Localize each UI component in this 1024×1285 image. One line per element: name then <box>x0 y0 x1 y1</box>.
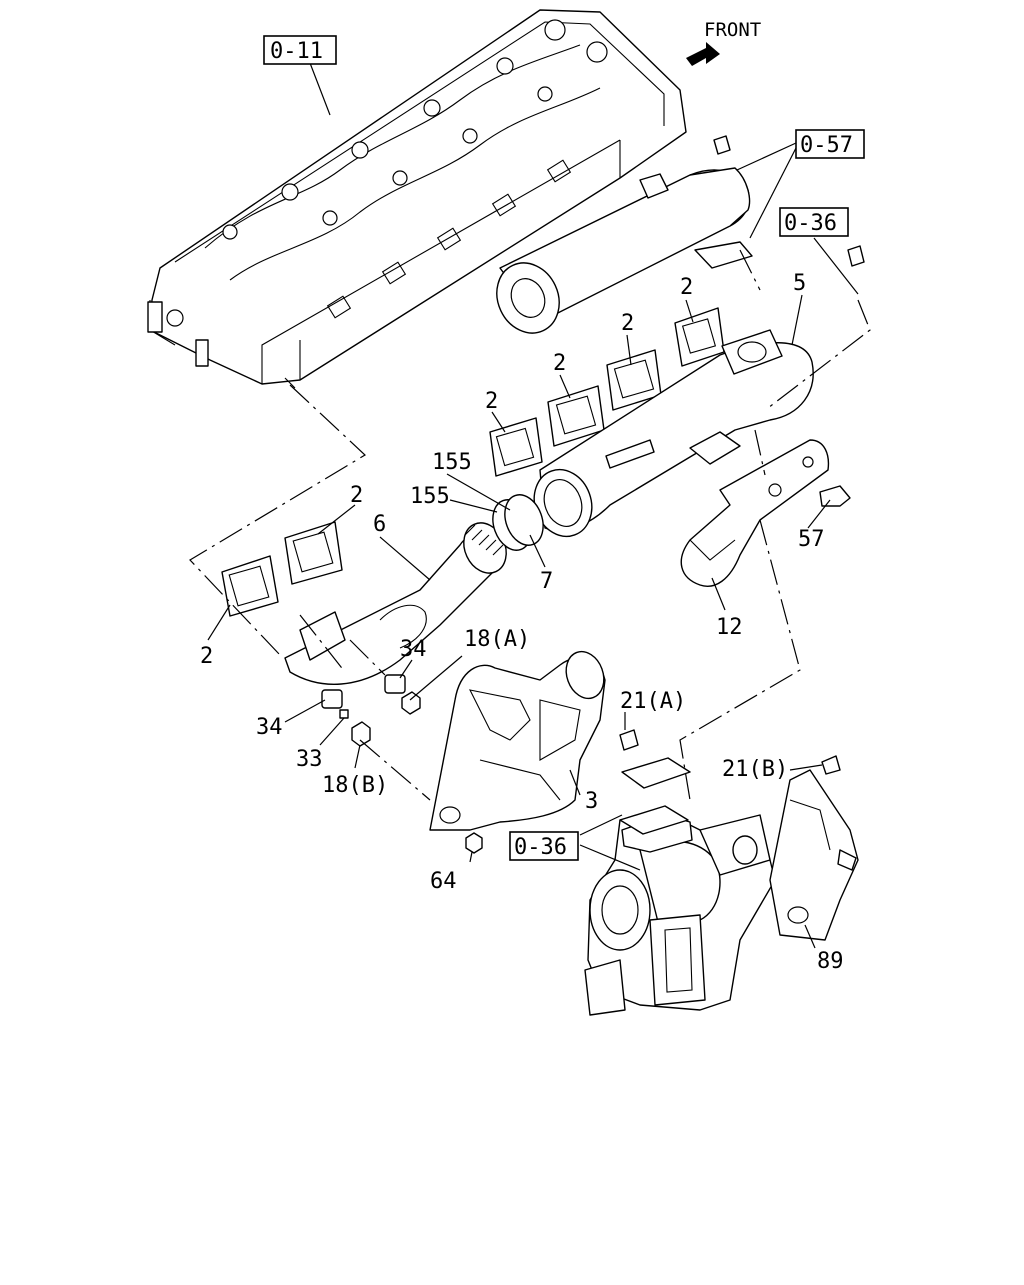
callout-7: 7 <box>540 569 553 594</box>
callout-2: 2 <box>621 311 634 336</box>
spacer-34-upper <box>384 674 406 694</box>
ref-box-head: 0-11 <box>263 35 337 65</box>
turbocharger <box>584 809 776 1016</box>
gasket-2-c <box>489 417 543 477</box>
callout-155: 155 <box>410 484 450 509</box>
callout-34: 34 <box>256 715 283 740</box>
spacer-34-lower <box>321 689 343 709</box>
callout-89: 89 <box>817 949 844 974</box>
callout-12: 12 <box>716 615 743 640</box>
callout-21a: 21(A) <box>620 689 686 714</box>
bolt-0-57 <box>713 135 731 155</box>
callout-2: 2 <box>553 351 566 376</box>
heat-shield-12 <box>680 439 830 587</box>
turbo-heat-shield-3 <box>429 650 606 831</box>
stud-0-36 <box>847 245 865 267</box>
nut-64 <box>465 832 483 854</box>
heat-shield-89 <box>769 769 859 941</box>
bolt-21b <box>821 755 841 775</box>
ref-label-head: 0-11 <box>270 39 323 64</box>
exhaust-manifold-rear <box>284 522 507 685</box>
callout-2: 2 <box>350 483 363 508</box>
callout-18a: 18(A) <box>464 627 530 652</box>
hardware-items <box>321 135 865 854</box>
callout-labels: 2 2 2 2 2 2 5 155 155 6 7 57 12 34 18(A)… <box>200 271 844 974</box>
exhaust-manifold-front <box>533 329 814 538</box>
ref-label-stud: 0-36 <box>784 211 837 236</box>
front-label: FRONT <box>704 19 761 41</box>
ref-label-turbo: 0-36 <box>514 835 567 860</box>
bolt-21a <box>619 729 639 751</box>
chain-lines <box>189 249 871 801</box>
callout-2: 2 <box>485 389 498 414</box>
callout-2: 2 <box>200 644 213 669</box>
callout-57: 57 <box>798 527 825 552</box>
seal-rings-155 <box>492 494 544 551</box>
callout-21b: 21(B) <box>722 757 788 782</box>
callout-155: 155 <box>432 450 472 475</box>
callout-3: 3 <box>585 789 598 814</box>
callout-5: 5 <box>793 271 806 296</box>
gasket-2-b <box>284 521 343 585</box>
head-bolt-holes <box>166 19 608 327</box>
callout-64: 64 <box>430 869 457 894</box>
ref-box-turbo: 0-36 <box>509 831 579 861</box>
leader-lines <box>207 62 859 949</box>
washer-33 <box>339 709 349 719</box>
callout-34: 34 <box>400 637 427 662</box>
gasket-2-a <box>221 555 279 617</box>
ref-box-bolt: 0-57 <box>795 129 865 159</box>
front-indicator: FRONT <box>686 19 761 66</box>
callout-6: 6 <box>373 512 386 537</box>
ref-box-stud: 0-36 <box>779 207 849 237</box>
front-arrow-icon <box>686 42 720 66</box>
cylinder-head <box>147 9 687 389</box>
stud-18b <box>351 721 371 747</box>
turbo-gaskets <box>619 757 691 835</box>
head-port-windows <box>326 159 572 319</box>
callout-18b: 18(B) <box>322 773 388 798</box>
callout-33: 33 <box>296 747 323 772</box>
callout-2: 2 <box>680 275 693 300</box>
nut-18a <box>401 691 421 715</box>
bolt-57 <box>819 485 851 507</box>
ref-label-bolt: 0-57 <box>800 133 853 158</box>
egr-cooler <box>496 167 753 334</box>
